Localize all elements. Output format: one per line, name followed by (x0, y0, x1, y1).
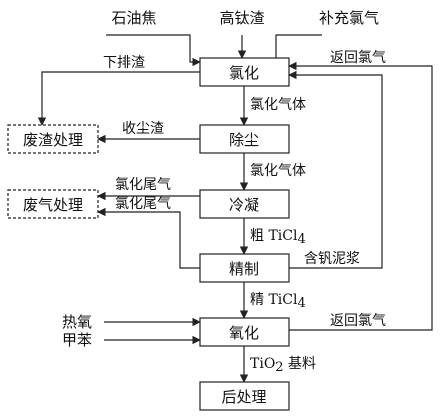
edge-return-chlorine-top: 返回氯气 (330, 50, 386, 66)
edge-crude-ticl4: 粗 TiCl4 (250, 228, 306, 247)
node-oxidation: 氧化 (199, 317, 290, 347)
edge-tail-gas-2: 氯化尾气 (115, 196, 171, 212)
node-waste-gas-label: 废气处理 (23, 196, 83, 214)
edge-bottom-slag: 下排渣 (103, 55, 145, 71)
node-post-treatment-label: 后处理 (221, 388, 266, 406)
node-waste-gas-treatment: 废气处理 (7, 189, 99, 219)
input-high-ti-slag: 高钛渣 (219, 9, 264, 27)
node-condensation-label: 冷凝 (229, 196, 259, 214)
input-hot-oxygen: 热氧 (62, 313, 92, 331)
petroleum-coke-arrow (106, 34, 201, 67)
edge-chloride-gas-1: 氯化气体 (250, 97, 306, 113)
arrow-return-chlorine (288, 61, 433, 331)
edge-chloride-gas-2: 氯化气体 (250, 163, 306, 179)
arrow-bottom-slag (37, 71, 200, 126)
input-supplementary-chlorine: 补充氯气 (319, 9, 379, 27)
node-dust-removal-label: 除尘 (229, 131, 259, 149)
node-condensation: 冷凝 (199, 189, 290, 219)
node-waste-slag-treatment: 废渣处理 (7, 124, 99, 154)
edge-tail-gas-1: 氯化尾气 (115, 177, 171, 193)
node-refining-label: 精制 (229, 260, 259, 278)
arrow-tail-gas-refining (97, 207, 200, 269)
edge-tio2-base: TiO2 基料 (250, 355, 316, 375)
edge-dust-slag: 收尘渣 (122, 121, 164, 137)
node-post-treatment: 后处理 (199, 381, 290, 411)
edge-vanadium-slurry: 含钒泥浆 (304, 251, 360, 267)
node-chlorination: 氯化 (199, 57, 290, 87)
node-dust-removal: 除尘 (199, 124, 290, 154)
edge-return-chlorine-bottom: 返回氯气 (330, 313, 386, 329)
arrow-vanadium-slurry (288, 70, 383, 269)
node-waste-slag-label: 废渣处理 (23, 131, 83, 149)
edge-refined-ticl4: 精 TiCl4 (250, 292, 306, 311)
node-chlorination-label: 氯化 (229, 64, 259, 82)
input-petroleum-coke: 石油焦 (111, 9, 156, 27)
node-oxidation-label: 氧化 (229, 324, 259, 342)
input-toluene: 甲苯 (62, 331, 92, 349)
node-refining: 精制 (199, 253, 290, 283)
